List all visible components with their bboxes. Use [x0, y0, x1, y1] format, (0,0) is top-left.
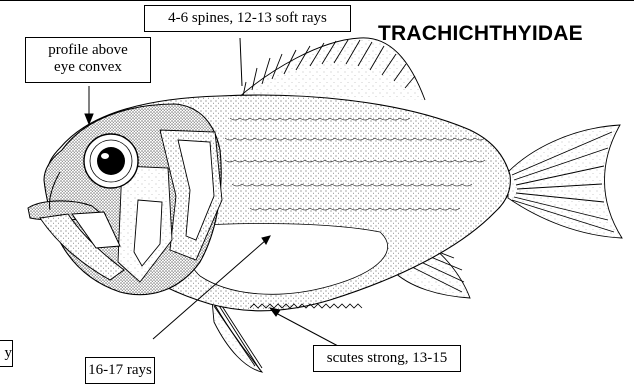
scutes-callout: scutes strong, 13-15 [313, 345, 461, 372]
profile-label-line2: eye convex [26, 59, 150, 76]
dorsal-fin-callout: 4-6 spines, 12-13 soft rays [144, 5, 351, 32]
pelvic-fin-label: 16-17 rays [88, 362, 152, 378]
family-title: TRACHICHTHYIDAE [378, 22, 583, 46]
edge-label: y [5, 345, 13, 361]
profile-label-line1: profile above [26, 42, 150, 59]
dorsal-fin-label: 4-6 spines, 12-13 soft rays [168, 10, 327, 26]
dorsal-fin [238, 38, 425, 100]
caudal-fin [508, 125, 622, 238]
scutes-label: scutes strong, 13-15 [327, 350, 447, 366]
profile-callout: profile above eye convex [25, 37, 151, 83]
fish-eye [84, 134, 138, 188]
edge-callout: y [0, 340, 13, 367]
pelvic-fin-callout: 16-17 rays [85, 357, 155, 384]
